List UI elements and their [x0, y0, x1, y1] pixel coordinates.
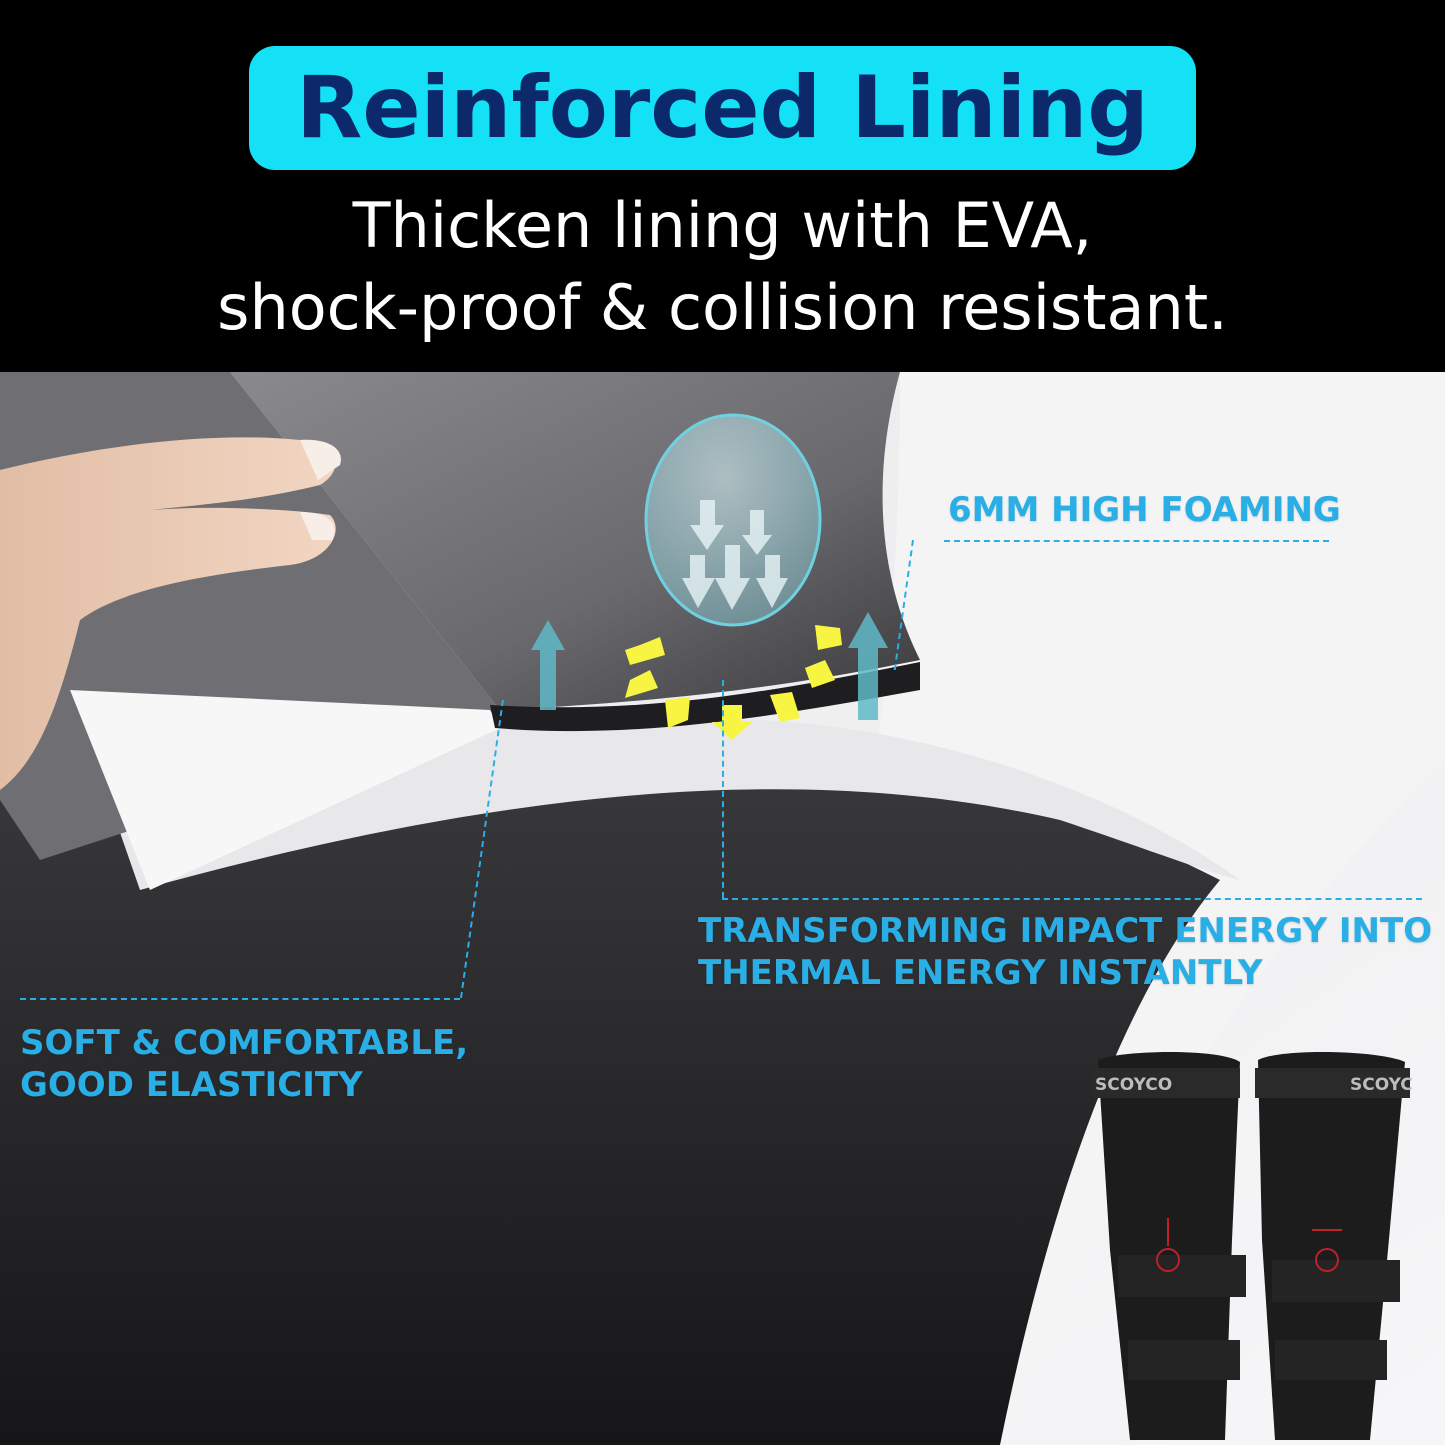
leader-soft-h	[20, 998, 460, 1000]
eva-foam-photo: SCOYCO SCOYC	[0, 372, 1445, 1445]
callout-soft: SOFT & COMFORTABLE, GOOD ELASTICITY	[20, 1022, 468, 1106]
knee-pads: SCOYCO SCOYC	[1092, 1051, 1413, 1440]
svg-text:SCOYCO: SCOYCO	[1095, 1075, 1172, 1095]
title-pill: Reinforced Lining	[249, 46, 1196, 170]
header-banner: Reinforced Lining Thicken lining with EV…	[0, 0, 1445, 372]
page-title: Reinforced Lining	[296, 58, 1149, 158]
subtitle-line-1: Thicken lining with EVA,	[352, 189, 1093, 262]
callout-soft-line-1: SOFT & COMFORTABLE,	[20, 1023, 469, 1063]
callout-soft-line-2: GOOD ELASTICITY	[20, 1065, 363, 1105]
leader-energy-h	[722, 898, 1422, 900]
callout-foaming: 6MM HIGH FOAMING	[948, 490, 1341, 530]
callout-energy-line-1: TRANSFORMING IMPACT ENERGY INTO	[698, 911, 1433, 951]
leader-energy-v	[722, 680, 724, 898]
leader-foam-h	[944, 540, 1329, 542]
svg-text:SCOYC: SCOYC	[1350, 1075, 1413, 1095]
callout-energy-line-2: THERMAL ENERGY INSTANTLY	[698, 953, 1263, 993]
subtitle-line-2: shock-proof & collision resistant.	[217, 271, 1228, 344]
callout-energy: TRANSFORMING IMPACT ENERGY INTO THERMAL …	[698, 910, 1432, 994]
